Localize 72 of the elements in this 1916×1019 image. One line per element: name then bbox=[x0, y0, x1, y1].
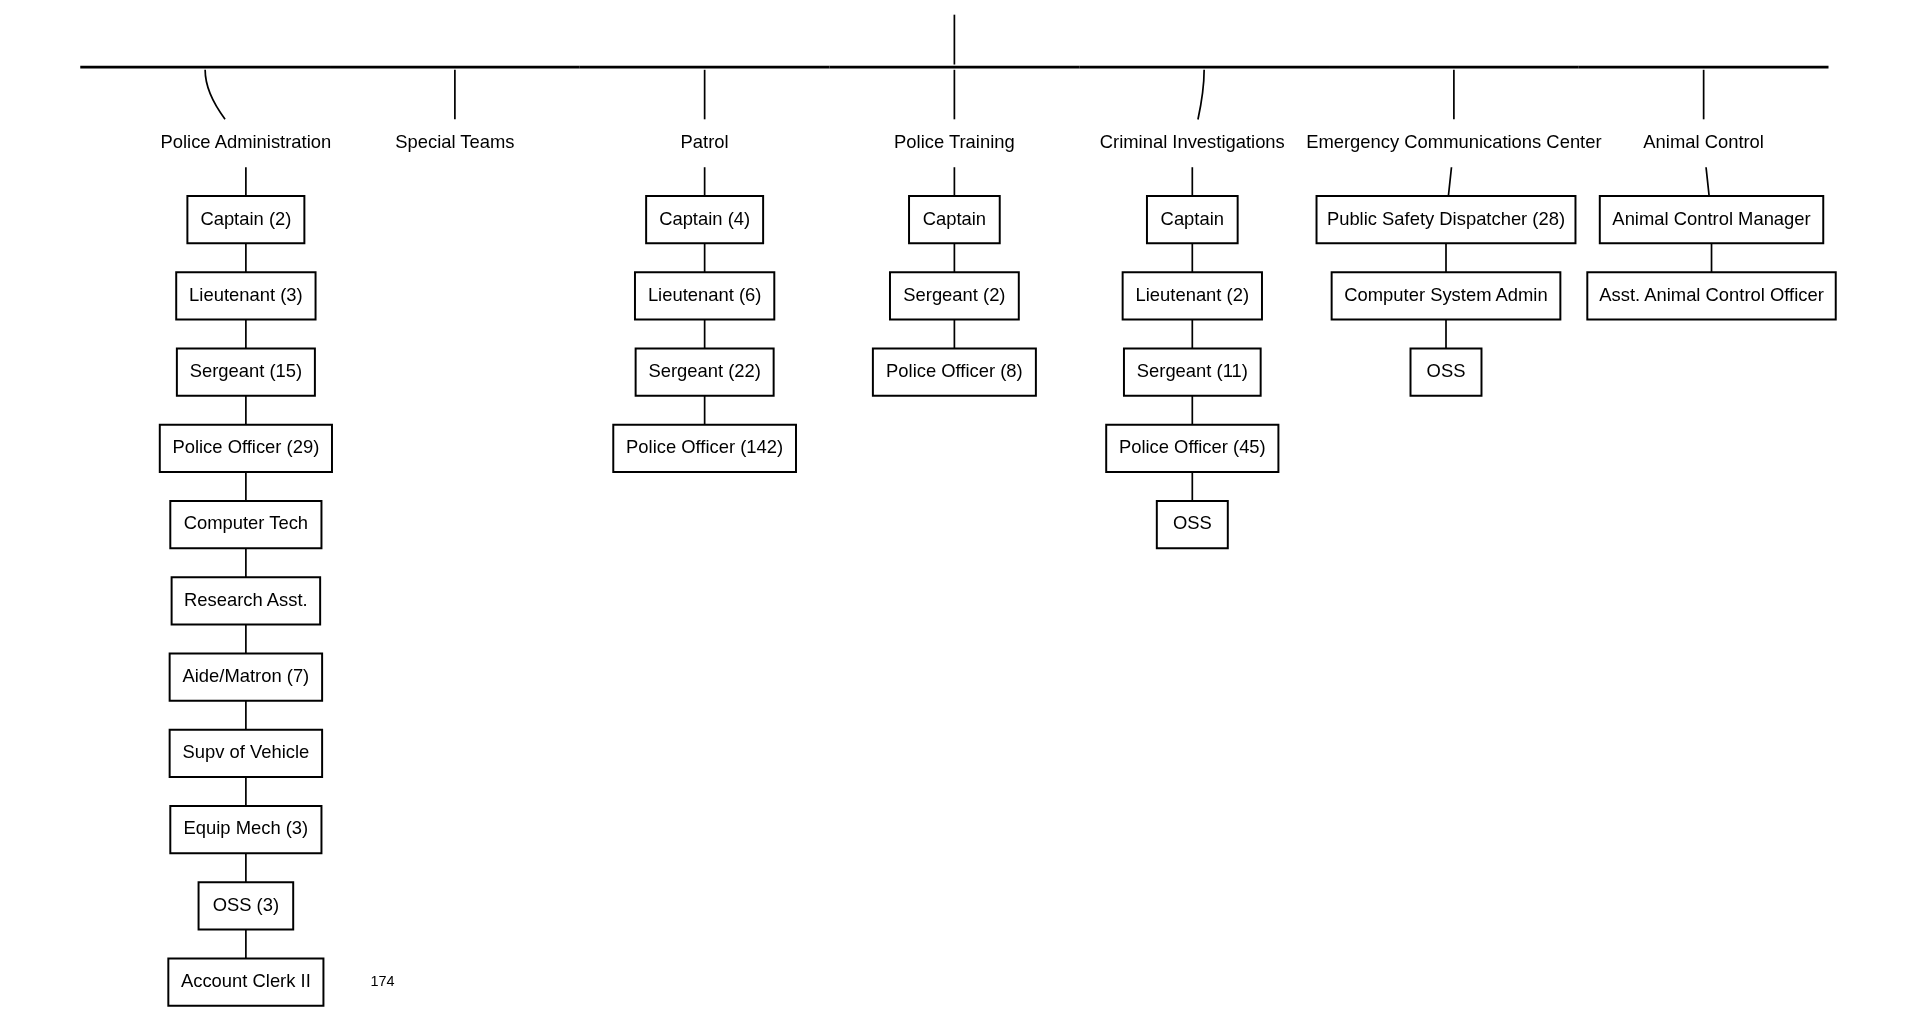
connector bbox=[245, 623, 247, 655]
connector bbox=[1191, 166, 1194, 197]
node-box: Police Officer (45) bbox=[1105, 423, 1280, 474]
node-box: Public Safety Dispatcher (28) bbox=[1315, 195, 1577, 245]
connector bbox=[1191, 395, 1194, 426]
connector bbox=[1705, 166, 1710, 197]
node-box: Sergeant (15) bbox=[175, 347, 316, 397]
connector bbox=[703, 395, 706, 426]
connector bbox=[953, 166, 956, 197]
connector bbox=[454, 68, 456, 121]
connector bbox=[1447, 166, 1453, 197]
connector bbox=[953, 68, 956, 121]
connector bbox=[703, 318, 706, 350]
connector bbox=[703, 68, 706, 121]
node-box: Sergeant (2) bbox=[889, 271, 1020, 321]
node-box: Research Asst. bbox=[170, 576, 322, 626]
node-box: Aide/Matron (7) bbox=[168, 652, 324, 702]
node-text: Police Training bbox=[894, 131, 1015, 153]
node-box: Captain (2) bbox=[186, 195, 306, 245]
connector bbox=[953, 318, 956, 350]
node-text: Police Administration bbox=[160, 131, 332, 153]
node-box: Animal Control Manager bbox=[1598, 195, 1825, 245]
node-box: Sergeant (11) bbox=[1122, 347, 1262, 397]
connector bbox=[953, 13, 956, 66]
connector bbox=[1191, 242, 1194, 274]
connector bbox=[245, 776, 247, 807]
connector bbox=[245, 700, 247, 731]
connector bbox=[1710, 242, 1713, 274]
connector bbox=[703, 166, 706, 197]
node-text: Special Teams bbox=[395, 131, 515, 153]
node-box: Asst. Animal Control Officer bbox=[1586, 271, 1837, 321]
connector bbox=[245, 547, 247, 579]
connector bbox=[1191, 471, 1194, 502]
node-box: Computer Tech bbox=[169, 499, 323, 550]
node-box: Equip Mech (3) bbox=[169, 804, 323, 855]
node-box: Police Officer (29) bbox=[158, 423, 333, 474]
node-box: Captain bbox=[1145, 195, 1239, 245]
node-text: Criminal Investigations bbox=[1099, 131, 1285, 153]
node-box: Police Officer (8) bbox=[871, 347, 1037, 397]
node-box: Lieutenant (2) bbox=[1121, 271, 1263, 321]
node-box: Sergeant (22) bbox=[634, 347, 775, 397]
connector bbox=[245, 242, 247, 274]
connector bbox=[1197, 68, 1205, 121]
connector bbox=[204, 68, 226, 120]
node-box: OSS bbox=[1155, 499, 1229, 550]
label: 174 bbox=[370, 972, 395, 989]
connector bbox=[1445, 242, 1447, 274]
connector bbox=[1191, 318, 1194, 350]
node-box: Account Clerk II bbox=[167, 957, 325, 1007]
connector bbox=[245, 166, 247, 197]
node-box: Police Officer (142) bbox=[612, 423, 797, 474]
node-box: Supv of Vehicle bbox=[168, 728, 324, 778]
node-text: Emergency Communications Center bbox=[1306, 131, 1602, 153]
connector bbox=[245, 852, 247, 883]
node-box: Captain (4) bbox=[645, 195, 765, 245]
node-box: Lieutenant (6) bbox=[634, 271, 776, 321]
connector bbox=[245, 928, 247, 960]
node-box: OSS (3) bbox=[197, 881, 295, 931]
connector bbox=[953, 242, 956, 274]
connector bbox=[245, 471, 247, 502]
connector bbox=[1702, 68, 1705, 121]
connector bbox=[703, 242, 706, 274]
node-text: Animal Control bbox=[1643, 131, 1764, 153]
node-text: Patrol bbox=[680, 131, 729, 153]
node-box: Captain bbox=[908, 195, 1001, 245]
node-box: Computer System Admin bbox=[1330, 271, 1562, 321]
connector bbox=[1453, 68, 1455, 121]
node-box: OSS bbox=[1409, 347, 1483, 397]
connector bbox=[245, 395, 247, 426]
node-box: Lieutenant (3) bbox=[175, 271, 317, 321]
connector bbox=[1445, 318, 1447, 350]
connector bbox=[245, 318, 247, 350]
